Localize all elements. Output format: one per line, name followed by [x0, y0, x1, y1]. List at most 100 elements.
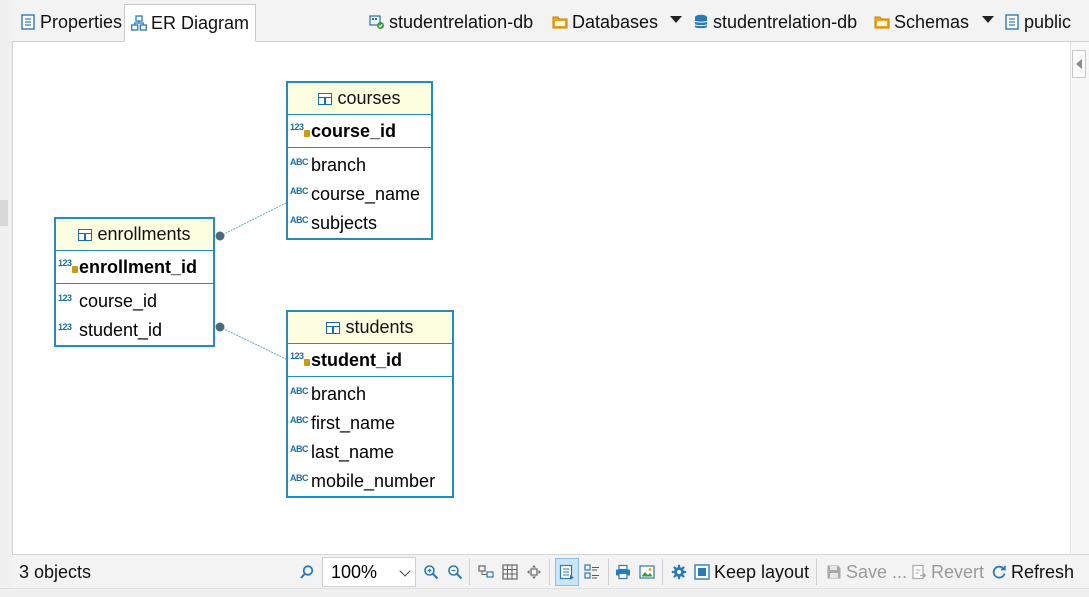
- breadcrumb-databases[interactable]: Databases: [552, 4, 658, 40]
- column-student-id-pk[interactable]: 123 student_id: [288, 344, 452, 377]
- entity-enrollments-header[interactable]: enrollments: [56, 219, 213, 251]
- save-button[interactable]: Save ...: [825, 555, 907, 589]
- layout-icon: [477, 563, 495, 581]
- text-type-icon: ABC: [290, 185, 309, 196]
- link-endpoint-courses: [215, 231, 225, 241]
- column-name: mobile_number: [311, 471, 436, 491]
- numeric-key-icon: 123: [290, 122, 310, 137]
- save-icon: [825, 563, 843, 581]
- column-name: student_id: [311, 349, 403, 370]
- grid-button[interactable]: [501, 555, 519, 589]
- breadcrumb-schema[interactable]: public: [1004, 4, 1071, 40]
- revert-icon: [910, 563, 928, 581]
- zoom-select[interactable]: 100%: [322, 557, 416, 587]
- text-type-icon: ABC: [290, 414, 309, 425]
- zoom-in-button[interactable]: [422, 555, 440, 589]
- tab-er-diagram-label: ER Diagram: [151, 12, 250, 33]
- text-type-icon: ABC: [290, 156, 309, 167]
- revert-button[interactable]: Revert: [910, 555, 984, 589]
- keep-layout-button[interactable]: Keep layout: [693, 555, 809, 589]
- databases-dropdown-chevron-icon[interactable]: [670, 16, 682, 23]
- database-icon: [693, 14, 709, 30]
- breadcrumb-connection-label: studentrelation-db: [389, 11, 534, 32]
- collapse-panel-button[interactable]: [1072, 50, 1086, 78]
- breadcrumb-databases-label: Databases: [572, 11, 659, 32]
- zoom-out-button[interactable]: [446, 555, 464, 589]
- refresh-label: Refresh: [1011, 561, 1075, 582]
- chevron-down-icon: [399, 565, 411, 577]
- schema-icon: [1004, 14, 1020, 30]
- er-diagram-icon: [131, 15, 147, 31]
- schemas-folder-icon: [874, 14, 890, 30]
- search-icon: [298, 563, 316, 581]
- export-image-button[interactable]: [638, 555, 656, 589]
- grid-icon: [501, 563, 519, 581]
- entity-courses-title: courses: [337, 88, 401, 108]
- entity-students-header[interactable]: students: [288, 312, 452, 344]
- entity-students-title: students: [345, 317, 414, 337]
- tab-properties[interactable]: Properties: [14, 4, 128, 40]
- print-button[interactable]: [614, 555, 632, 589]
- objects-count: 3 objects: [19, 561, 92, 582]
- zoom-out-icon: [446, 563, 464, 581]
- notation-button[interactable]: [583, 555, 601, 589]
- snap-button[interactable]: [525, 555, 543, 589]
- chevron-left-icon: [1076, 59, 1082, 69]
- breadcrumb-connection[interactable]: studentrelation-db: [369, 4, 533, 40]
- breadcrumb-database[interactable]: studentrelation-db: [693, 4, 857, 40]
- revert-label: Revert: [931, 561, 985, 582]
- gutter-marker: [0, 200, 8, 226]
- editor-tab-bar: Properties ER Diagram studentrelation-db…: [12, 0, 1089, 42]
- keep-layout-icon: [693, 563, 711, 581]
- breadcrumb-schema-label: public: [1024, 11, 1072, 32]
- notation-icon: [583, 563, 601, 581]
- toolbar-separator: [608, 559, 609, 585]
- relationship-links: [215, 201, 289, 361]
- text-type-icon: ABC: [290, 472, 309, 483]
- settings-button[interactable]: [670, 555, 688, 589]
- keep-layout-label: Keep layout: [714, 561, 810, 582]
- breadcrumb-schemas-label: Schemas: [894, 11, 970, 32]
- properties-icon: [20, 14, 36, 30]
- schemas-dropdown-chevron-icon[interactable]: [982, 16, 994, 23]
- layout-button[interactable]: [477, 555, 495, 589]
- search-button[interactable]: [298, 555, 316, 589]
- text-type-icon: ABC: [290, 443, 309, 454]
- entity-enrollments-title: enrollments: [97, 224, 191, 244]
- column-course-id-pk[interactable]: 123 course_id: [288, 115, 431, 148]
- attributes-view-button[interactable]: [555, 558, 579, 586]
- column-name: last_name: [311, 442, 395, 462]
- breadcrumb-schemas[interactable]: Schemas: [874, 4, 969, 40]
- refresh-button[interactable]: Refresh: [990, 555, 1074, 589]
- toolbar-separator: [816, 559, 817, 585]
- column-name: course_id: [311, 120, 397, 141]
- print-icon: [614, 563, 632, 581]
- image-icon: [638, 563, 656, 581]
- zoom-in-icon: [422, 563, 440, 581]
- refresh-icon: [990, 563, 1008, 581]
- entity-courses-header[interactable]: courses: [288, 83, 431, 115]
- vertical-scrollbar[interactable]: [1070, 42, 1089, 554]
- folder-icon: [552, 14, 568, 30]
- toolbar-separator: [469, 559, 470, 585]
- link-enrollments-courses[interactable]: [219, 201, 289, 237]
- zoom-value: 100%: [331, 561, 378, 582]
- link-endpoint-students: [215, 322, 225, 332]
- breadcrumb-database-label: studentrelation-db: [713, 11, 858, 32]
- link-enrollments-students[interactable]: [219, 326, 289, 361]
- tab-er-diagram[interactable]: ER Diagram: [124, 4, 257, 42]
- column-enrollment-id-pk[interactable]: 123 enrollment_id: [56, 251, 213, 284]
